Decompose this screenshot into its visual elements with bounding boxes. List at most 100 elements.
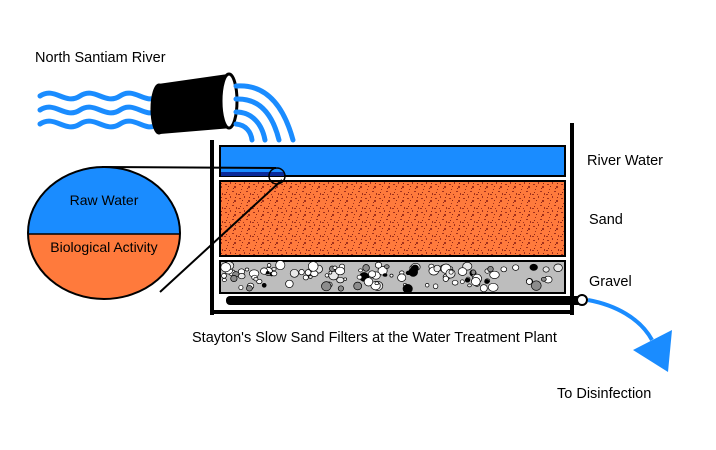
pipe-outflow-waves-icon: [233, 83, 296, 143]
label-source: North Santiam River: [35, 50, 166, 66]
gravel-stone: [500, 266, 508, 273]
gravel-layer: [219, 260, 566, 294]
inset-raw-water-half: [28, 167, 180, 234]
gravel-stone: [448, 269, 454, 275]
gravel-stone: [332, 265, 338, 270]
gravel-stone: [271, 266, 277, 272]
underdrain-pipe-icon: [226, 294, 588, 306]
gravel-stone: [540, 276, 547, 282]
gravel-stone: [374, 281, 380, 285]
gravel-stone: [425, 283, 430, 288]
gravel-stone: [368, 270, 377, 278]
gravel-stone: [553, 263, 563, 272]
label-river-water: River Water: [587, 153, 663, 169]
gravel-stone: [402, 284, 413, 294]
gravel-stone: [321, 281, 332, 292]
gravel-stone: [374, 261, 383, 269]
gravel-stone: [457, 267, 468, 276]
inset-leader-line-top: [101, 166, 277, 169]
tank-right-wall: [570, 123, 574, 315]
gravel-stone: [244, 267, 250, 272]
gravel-stone: [529, 263, 538, 271]
gravel-stone: [265, 271, 270, 275]
river-water-layer: [219, 145, 566, 177]
gravel-stone: [302, 274, 309, 281]
gravel-stone: [489, 270, 500, 279]
gravel-stone: [542, 266, 550, 273]
gravel-stone: [336, 276, 345, 284]
gravel-stone: [220, 262, 231, 273]
inset-outline: [27, 166, 181, 300]
gravel-stone: [397, 273, 407, 282]
gravel-stone: [487, 282, 499, 292]
gravel-stone: [484, 279, 490, 284]
gravel-stone: [470, 269, 477, 276]
gravel-stone: [246, 285, 253, 292]
intake-pipe-icon: [150, 72, 239, 135]
gravel-stone: [253, 276, 259, 282]
gravel-stone: [307, 261, 319, 272]
gravel-stone: [512, 264, 520, 271]
gravel-stone: [479, 284, 488, 293]
gravel-stone: [304, 269, 312, 276]
schmutzdecke-band: [221, 172, 284, 176]
label-gravel: Gravel: [589, 274, 632, 290]
gravel-stone: [328, 270, 333, 275]
gravel-stone: [432, 283, 439, 290]
gravel-stone: [531, 280, 542, 291]
gravel-stone: [221, 278, 227, 282]
gravel-stone: [358, 268, 363, 273]
gravel-stone: [487, 265, 494, 273]
gravel-stone: [275, 260, 286, 271]
gravel-stone: [337, 285, 344, 292]
inset-focus-ring: [268, 167, 286, 185]
gravel-stone: [261, 282, 267, 288]
gravel-stone: [238, 284, 244, 291]
gravel-stone: [471, 277, 481, 286]
label-outlet: To Disinfection: [557, 386, 651, 402]
inset-biological-half: [28, 234, 180, 299]
gravel-stone: [289, 268, 299, 278]
gravel-stone: [451, 279, 459, 286]
inflow-waves-icon: [37, 90, 161, 130]
gravel-stone: [442, 275, 449, 282]
gravel-stone: [285, 279, 294, 288]
gravel-stone: [464, 277, 471, 283]
label-caption: Stayton's Slow Sand Filters at the Water…: [192, 330, 557, 346]
gravel-stone: [433, 264, 441, 273]
gravel-stone: [389, 273, 394, 278]
gravel-stone: [384, 264, 390, 269]
gravel-stone: [324, 273, 330, 278]
gravel-stone: [362, 264, 370, 272]
gravel-stone: [335, 266, 346, 276]
gravel-stone: [221, 273, 227, 279]
inset-magnifier: [27, 166, 286, 300]
tank-left-wall: [210, 140, 214, 315]
gravel-stone: [298, 269, 305, 276]
gravel-stone: [408, 267, 418, 277]
gravel-stone: [266, 263, 272, 268]
inset-leader-line-bottom: [159, 179, 283, 293]
gravel-stone: [270, 270, 278, 277]
gravel-stone: [237, 273, 246, 280]
gravel-stone: [356, 274, 363, 280]
filter-tank: [210, 123, 574, 315]
tank-floor: [210, 310, 574, 314]
gravel-stone: [230, 275, 238, 282]
gravel-stone: [363, 277, 374, 287]
gravel-stone: [467, 283, 472, 288]
sand-layer: [219, 180, 566, 257]
gravel-stone: [382, 273, 388, 277]
inset-label-raw-water: Raw Water: [70, 192, 139, 208]
inset-label-biological: Biological Activity: [50, 239, 157, 255]
gravel-stone: [377, 266, 388, 276]
gravel-stones: [220, 260, 563, 294]
gravel-stone: [353, 281, 363, 291]
gravel-stone: [308, 275, 313, 279]
outflow-arrow-icon: [587, 298, 672, 372]
gravel-stone: [459, 279, 465, 284]
gravel-stone: [526, 278, 533, 285]
label-sand: Sand: [589, 212, 623, 228]
